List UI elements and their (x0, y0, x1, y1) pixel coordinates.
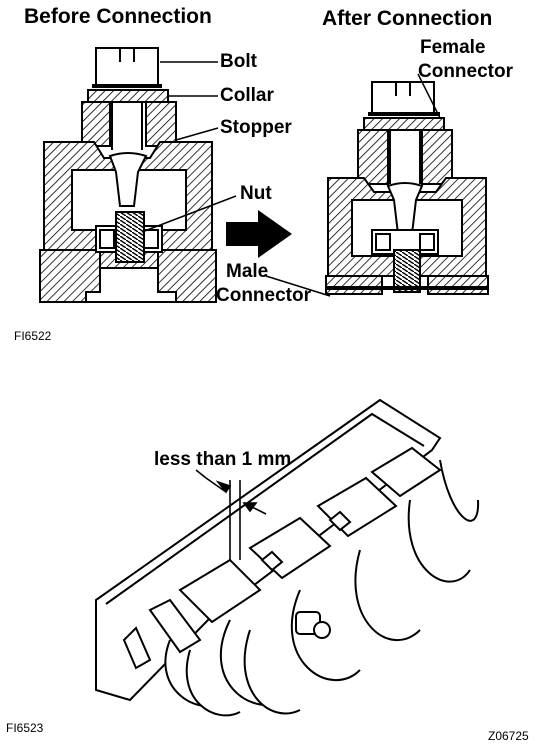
label-female-line2: Connector (418, 61, 513, 82)
before-connection-drawing (39, 47, 217, 303)
heading-before-connection: Before Connection (24, 5, 212, 28)
label-stopper: Stopper (220, 117, 292, 138)
label-collar: Collar (220, 85, 274, 106)
label-bolt: Bolt (220, 51, 257, 72)
label-gap-spec: less than 1 mm (154, 449, 292, 470)
top-leader-lines (141, 61, 441, 297)
after-connection-drawing (325, 81, 489, 295)
label-male-line1: Male (226, 261, 269, 282)
injector-rail-drawing (95, 398, 480, 717)
corner-code: Z06725 (488, 729, 529, 743)
figure-code-top: FI6522 (14, 329, 52, 343)
label-male-line2: Connector (216, 285, 311, 306)
gap-indicator (195, 469, 267, 560)
label-nut: Nut (240, 183, 272, 204)
heading-after-connection: After Connection (322, 7, 493, 30)
label-female-line1: Female (420, 37, 486, 58)
connection-arrow (226, 210, 292, 258)
figure-code-bottom: FI6523 (6, 721, 44, 735)
